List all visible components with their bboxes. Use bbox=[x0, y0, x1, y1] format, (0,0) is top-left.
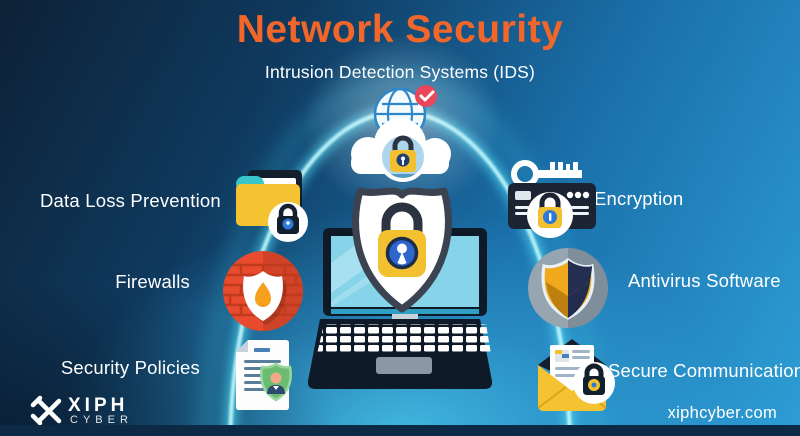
label-security-policies: Security Policies bbox=[60, 357, 200, 378]
label-encryption: Encryption bbox=[594, 188, 684, 209]
label-antivirus-software: Antivirus Software bbox=[628, 270, 781, 291]
cloud-globe-verified-padlock-icon bbox=[351, 85, 451, 182]
encrypted-drive-with-key-and-padlock-icon bbox=[508, 160, 596, 238]
brand-name: XIPH bbox=[68, 395, 129, 416]
bottom-bar bbox=[0, 425, 800, 436]
subtitle-ids-label: Intrusion Detection Systems (IDS) bbox=[264, 62, 536, 82]
brand-subname: CYBER bbox=[70, 414, 133, 426]
policy-document-user-shield-icon bbox=[236, 340, 292, 410]
brick-wall-flame-shield-icon bbox=[223, 251, 303, 331]
label-secure-communications: Secure Communications bbox=[608, 360, 800, 381]
locked-email-envelope-icon bbox=[537, 339, 615, 411]
label-firewalls: Firewalls bbox=[115, 271, 190, 292]
page-title: Network Security bbox=[236, 8, 564, 51]
laptop-with-shield-padlock-icon bbox=[307, 187, 493, 389]
label-data-loss-prevention: Data Loss Prevention bbox=[40, 190, 221, 211]
xiph-logo-icon bbox=[30, 395, 62, 426]
locked-folder-icon bbox=[236, 170, 308, 242]
website-url: xiphcyber.com bbox=[667, 404, 777, 422]
antivirus-shield-badge-icon bbox=[528, 248, 608, 328]
